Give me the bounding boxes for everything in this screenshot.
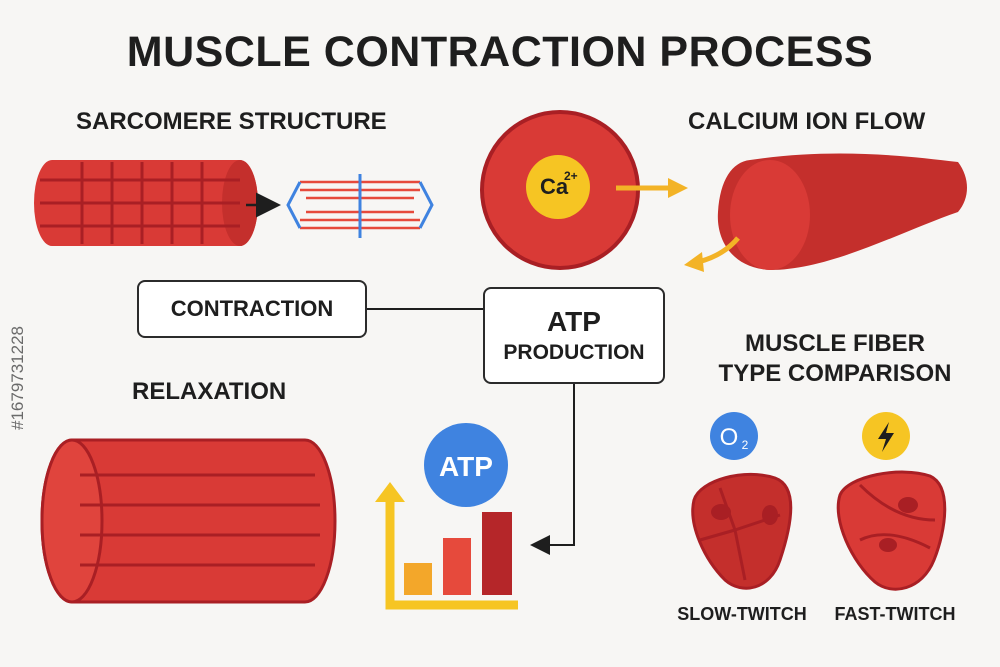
- muscle-fiber-comparison-label: MUSCLE FIBER TYPE COMPARISON: [700, 329, 970, 389]
- sarcomere-diagram-icon: [286, 174, 434, 238]
- atp-bar-chart-icon: [375, 482, 518, 610]
- relaxed-muscle-cylinder-icon: [40, 438, 337, 604]
- muscle-fiber-label-line1: MUSCLE FIBER: [745, 330, 925, 357]
- oxygen-label: O: [720, 424, 739, 451]
- contraction-label: CONTRACTION: [170, 296, 334, 321]
- oxygen-icon: O 2: [710, 412, 758, 460]
- page-title: MUSCLE CONTRACTION PROCESS: [126, 28, 874, 76]
- slow-twitch-fiber-icon: [691, 473, 793, 590]
- calcium-ion-charge: 2+: [564, 169, 578, 183]
- atp-badge-label: ATP: [439, 451, 493, 482]
- calcium-ion-label: Ca: [540, 174, 569, 199]
- elongated-muscle-fiber-icon: [717, 153, 967, 270]
- lightning-icon: [862, 412, 910, 460]
- calcium-ion-flow-label: CALCIUM ION FLOW: [688, 108, 926, 135]
- sarcomere-structure-label: SARCOMERE STRUCTURE: [76, 108, 387, 135]
- fast-twitch-label: FAST-TWITCH: [834, 604, 956, 624]
- cell-icon: Ca 2+: [480, 110, 640, 270]
- atp-production-box: ATP PRODUCTION: [483, 287, 665, 384]
- atp-production-subtitle: PRODUCTION: [503, 340, 645, 364]
- muscle-fiber-cylinder-icon: [34, 160, 258, 246]
- contraction-box: CONTRACTION: [137, 280, 367, 338]
- return-arrow-icon: [684, 236, 740, 272]
- oxygen-subscript: 2: [742, 438, 749, 452]
- atp-connector: [530, 384, 575, 555]
- slow-twitch-label: SLOW-TWITCH: [677, 604, 807, 624]
- relaxation-label: RELAXATION: [132, 378, 287, 405]
- muscle-fiber-label-line2: TYPE COMPARISON: [718, 360, 952, 387]
- calcium-flow-arrow-icon: [616, 178, 688, 198]
- atp-badge-icon: ATP: [424, 423, 508, 507]
- atp-production-title: ATP: [547, 305, 601, 337]
- fast-twitch-fiber-icon: [836, 470, 947, 591]
